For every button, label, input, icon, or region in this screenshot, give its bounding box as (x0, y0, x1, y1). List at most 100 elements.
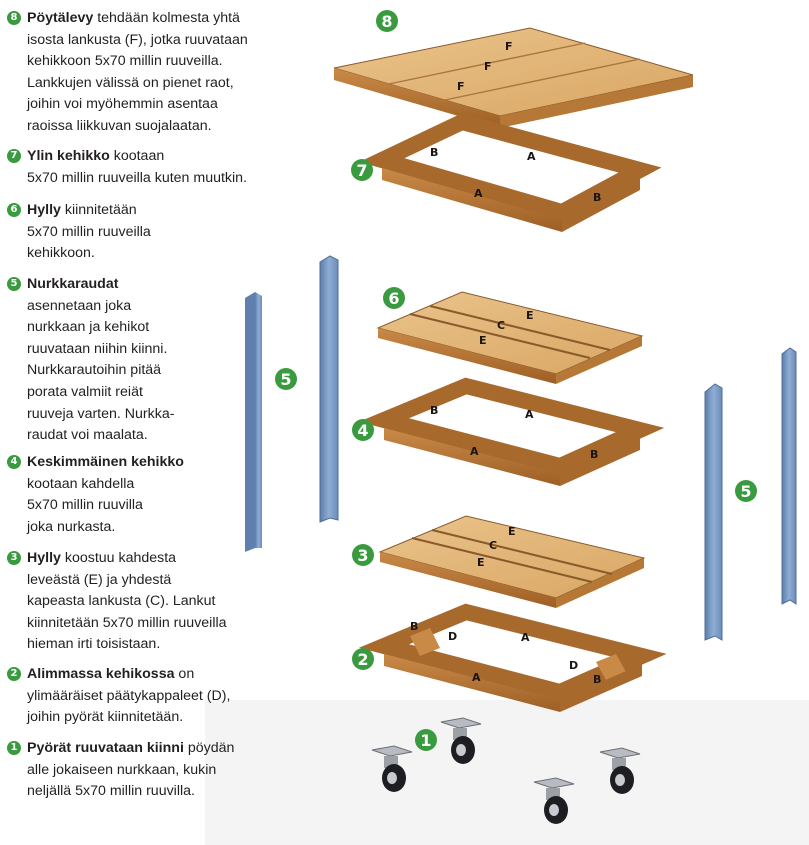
step-title: Hylly (27, 202, 61, 218)
step-title: Pöytälevy (27, 10, 94, 26)
svg-text:2: 2 (357, 650, 368, 669)
step-line: joka nurkasta. (27, 518, 116, 535)
step-5: 5 Nurkkaraudat asennetaan joka nurkkaan … (7, 274, 287, 447)
step-number-badge: 7 (7, 149, 21, 163)
step-line: leveästä (E) ja yhdestä (27, 571, 172, 588)
step-number-badge: 8 (7, 11, 21, 25)
step-line: Nurkkarautoihin pitää (27, 362, 162, 379)
frame4-label-b2: B (590, 448, 598, 461)
svg-text:6: 6 (388, 289, 399, 308)
step-line: tehdään kolmesta yhtä (93, 10, 240, 26)
shelf3-label-e2: E (477, 556, 485, 569)
step-text: Hylly kiinnitetään 5x70 millin ruuveilla… (27, 200, 287, 265)
step-text: Pöytälevy tehdään kolmesta yhtä isosta l… (27, 8, 287, 138)
svg-text:3: 3 (357, 546, 368, 565)
step-title: Ylin kehikko (27, 148, 110, 164)
step-title: Nurkkaraudat (27, 276, 119, 292)
step-line: raudat voi maalata. (27, 427, 148, 444)
frame7-label-a2: A (474, 187, 483, 200)
step-line: on (174, 666, 195, 682)
step-line: alle jokaiseen nurkkaan, kukin (27, 761, 217, 778)
step-line: joihin voi myöhemmin asentaa (27, 96, 218, 113)
diagram-badge-3: 3 (352, 544, 374, 566)
step-line: porata valmiit reiät (27, 383, 143, 400)
middle-frame: B A A B (358, 377, 665, 486)
step-text: Alimmassa kehikossa on ylimääräiset päät… (27, 664, 287, 729)
step-3: 3 Hylly koostuu kahdesta leveästä (E) ja… (7, 548, 287, 656)
floor-shadow (205, 700, 809, 845)
step-line: kehikkoon. (27, 245, 95, 262)
diagram-badge-6: 6 (383, 287, 405, 309)
diagram-badge-4: 4 (352, 419, 374, 441)
frame7-label-b2: B (593, 191, 601, 204)
caster-2 (440, 717, 482, 764)
frame7-label-b1: B (430, 146, 438, 159)
svg-text:5: 5 (280, 370, 291, 389)
diagram-badge-7: 7 (351, 159, 373, 181)
frame4-label-b1: B (430, 404, 438, 417)
shelf6-label-e1: E (526, 309, 534, 322)
frame7-label-a1: A (527, 150, 536, 163)
step-line: pöydän (183, 740, 235, 756)
shelf-6: E C E (376, 291, 644, 384)
step-line: kootaan (109, 148, 165, 164)
step-line: joihin pyörät kiinnitetään. (27, 709, 184, 726)
step-line: koostuu kahdesta (60, 550, 177, 566)
step-6: 6 Hylly kiinnitetään 5x70 millin ruuveil… (7, 200, 287, 265)
svg-text:8: 8 (381, 12, 392, 31)
step-line: raoissa liikkuvan suojalaatan. (27, 117, 212, 134)
step-line: ylimääräiset päätykappaleet (D), (27, 687, 231, 704)
shelf6-label-c: C (497, 319, 505, 332)
step-title: Pyörät ruuvataan kiinni (27, 740, 184, 756)
step-line: ruuvataan niihin kiinni. (27, 340, 168, 357)
step-1: 1 Pyörät ruuvataan kiinni pöydän alle jo… (7, 738, 287, 803)
step-title: Hylly (27, 550, 61, 566)
frame2-label-b2: B (593, 673, 601, 686)
step-line: neljällä 5x70 millin ruuvilla. (27, 783, 195, 800)
shelf-3: E C E (378, 515, 646, 608)
step-line: kiinnitetään 5x70 millin ruuveilla (27, 614, 227, 631)
step-line: nurkkaan ja kehikot (27, 319, 150, 336)
step-line: Lankkujen välissä on pienet raot, (27, 74, 234, 91)
caster-3 (533, 777, 575, 824)
bottom-frame: B D A D A B (358, 603, 667, 712)
diagram-badge-5-right: 5 (735, 480, 757, 502)
step-text: Hylly koostuu kahdesta leveästä (E) ja y… (27, 548, 287, 656)
step-number-badge: 1 (7, 741, 21, 755)
step-line: 5x70 millin ruuveilla kuten muutkin. (27, 169, 248, 186)
diagram-badge-8: 8 (376, 10, 398, 32)
step-line: kehikkoon 5x70 millin ruuveilla. (27, 53, 223, 70)
frame2-label-a1: A (521, 631, 530, 644)
svg-text:1: 1 (420, 731, 431, 750)
step-text: Pyörät ruuvataan kiinni pöydän alle joka… (27, 738, 287, 803)
step-title: Keskimmäinen kehikko (27, 454, 184, 470)
step-line: asennetaan joka (27, 297, 132, 314)
frame2-label-d2: D (569, 659, 578, 672)
step-text: Ylin kehikko kootaan 5x70 millin ruuveil… (27, 146, 287, 189)
svg-text:5: 5 (740, 482, 751, 501)
step-line: kapeasta lankusta (C). Lankut (27, 593, 216, 610)
step-text: Keskimmäinen kehikko kootaan kahdella 5x… (27, 452, 287, 538)
step-line: 5x70 millin ruuveilla (27, 223, 151, 240)
diagram-badge-5-left: 5 (275, 368, 297, 390)
caster-1 (371, 745, 413, 792)
step-number-badge: 5 (7, 277, 21, 291)
svg-text:4: 4 (357, 421, 368, 440)
step-line: ruuveja varten. Nurkka- (27, 405, 175, 422)
shelf6-label-e2: E (479, 334, 487, 347)
step-2: 2 Alimmassa kehikossa on ylimääräiset pä… (7, 664, 287, 729)
step-line: hieman irti toisistaan. (27, 636, 161, 653)
frame2-label-a2: A (472, 671, 481, 684)
tabletop-label-3: F (457, 80, 465, 93)
step-8: 8 Pöytälevy tehdään kolmesta yhtä isosta… (7, 8, 287, 138)
svg-text:7: 7 (356, 161, 367, 180)
corner-post-left-front (319, 255, 339, 523)
top-frame: B A A B (359, 113, 662, 232)
step-number-badge: 2 (7, 667, 21, 681)
caster-4 (599, 747, 641, 794)
tabletop: F F F (333, 27, 694, 128)
step-number-badge: 6 (7, 203, 21, 217)
frame2-label-d1: D (448, 630, 457, 643)
corner-post-left-back (245, 292, 262, 552)
